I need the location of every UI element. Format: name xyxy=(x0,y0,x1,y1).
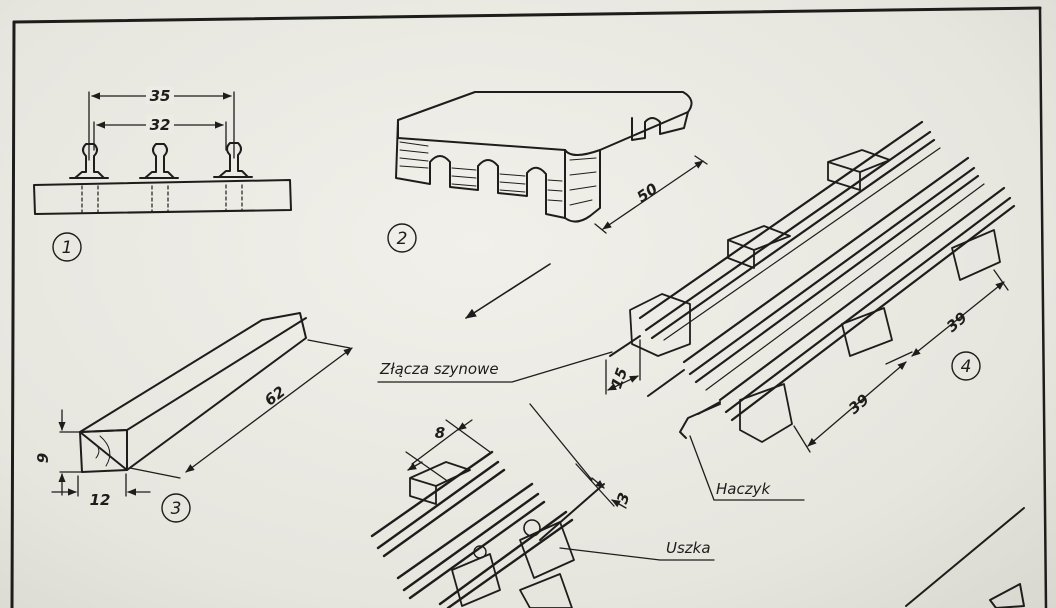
rail-profile-right xyxy=(213,142,253,212)
dim-eyelet-gap: 8 xyxy=(435,424,445,442)
page-frame xyxy=(10,6,1048,608)
partial-figure-bottom-right xyxy=(905,507,1025,608)
figure-4-track-assembly: 15 39 39 Złącza szynowe Haczyk 4 xyxy=(377,120,1016,501)
figure-2-folded-plate: 50 2 xyxy=(387,91,708,253)
figure-3-wooden-sleeper: 9 12 62 3 xyxy=(34,312,353,523)
dim-joint-pin: 15 xyxy=(607,365,631,391)
label-eyelets: Uszka xyxy=(666,539,711,557)
dim-sleeper-width: 12 xyxy=(90,491,111,509)
figure-number-3: 3 xyxy=(171,499,182,519)
label-rail-joints: Złącza szynowe xyxy=(379,360,499,378)
figure-5-eyelet-detail: 8 3 Uszka xyxy=(370,403,715,608)
dim-eyelet-pin: 3 xyxy=(613,490,633,506)
label-hook: Haczyk xyxy=(716,480,771,498)
direction-arrow xyxy=(465,263,551,319)
figure-number-1: 1 xyxy=(62,238,73,258)
rail-profile-middle xyxy=(139,143,179,213)
dim-inner-gauge: 32 xyxy=(150,116,171,134)
dim-sleeper-height: 9 xyxy=(34,453,52,463)
figure-number-4: 4 xyxy=(961,357,972,377)
rail-profile-left xyxy=(69,143,109,213)
dim-plate-length: 50 xyxy=(634,180,661,207)
dim-sleeper-length: 62 xyxy=(261,383,289,410)
figure-number-2: 2 xyxy=(397,229,408,249)
dim-outer-gauge: 35 xyxy=(150,87,171,105)
figure-1-rail-gauge: 35 32 1 xyxy=(33,86,292,262)
